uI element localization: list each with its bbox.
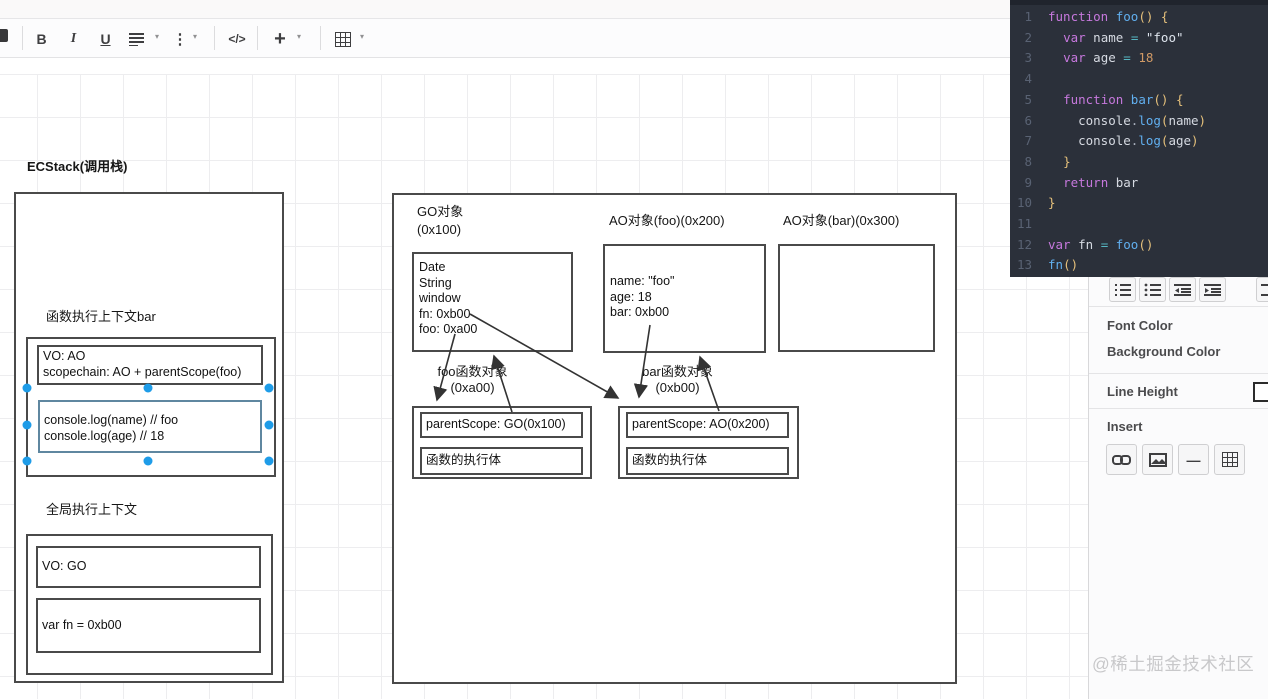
selection-handle-sw[interactable] bbox=[22, 456, 32, 466]
foo-parentscope-box[interactable]: parentScope: GO(0x100) bbox=[420, 412, 583, 438]
toolbar-separator bbox=[214, 26, 215, 50]
sidebar-divider bbox=[1089, 373, 1268, 374]
table-button[interactable] bbox=[332, 26, 354, 52]
insert-plus-caret[interactable]: ▾ bbox=[297, 32, 302, 41]
window-top-strip bbox=[0, 0, 1268, 19]
align-dropdown-caret[interactable]: ▾ bbox=[155, 32, 160, 41]
font-color-label[interactable]: Font Color bbox=[1107, 318, 1173, 333]
vo-ao-line1: VO: AO bbox=[43, 349, 86, 363]
console-line2: console.log(age) // 18 bbox=[44, 428, 165, 443]
console-log-box[interactable]: console.log(name) // foo console.log(age… bbox=[38, 400, 262, 453]
var-fn-box[interactable]: var fn = 0xb00 bbox=[36, 598, 261, 653]
bar-fn-label[interactable]: bar函数对象 (0xb00) bbox=[642, 364, 713, 395]
indent-button[interactable] bbox=[1199, 277, 1226, 302]
outdent-icon bbox=[1174, 284, 1191, 296]
align-icon bbox=[129, 33, 144, 46]
fn-context-label[interactable]: 函数执行上下文bar bbox=[46, 309, 156, 324]
watermark: @稀土掘金技术社区 bbox=[1092, 654, 1255, 674]
selection-handle-nw[interactable] bbox=[22, 383, 32, 393]
insert-image-button[interactable] bbox=[1142, 444, 1173, 475]
go-object-box[interactable]: Date String window fn: 0xb00 foo: 0xa00 bbox=[412, 252, 573, 352]
ecstack-title[interactable]: ECStack(调用栈) bbox=[27, 159, 128, 174]
bulleted-list-button[interactable] bbox=[1139, 277, 1166, 302]
image-icon bbox=[1148, 452, 1167, 467]
selection-handle-e[interactable] bbox=[264, 420, 274, 430]
outdent-button[interactable] bbox=[1169, 277, 1196, 302]
console-line1: console.log(name) // foo bbox=[44, 413, 179, 427]
insert-hr-button[interactable]: — bbox=[1178, 444, 1209, 475]
numbered-list-button[interactable] bbox=[1109, 277, 1136, 302]
var-fn-text: var fn = 0xb00 bbox=[42, 617, 122, 632]
ao-bar-label[interactable]: AO对象(bar)(0x300) bbox=[783, 213, 900, 228]
line-height-label: Line Height bbox=[1107, 384, 1178, 399]
toolbar-separator bbox=[320, 26, 321, 50]
italic-button[interactable]: I bbox=[70, 31, 77, 46]
clipped-list-button[interactable] bbox=[1256, 277, 1268, 302]
table-dropdown-caret[interactable]: ▾ bbox=[360, 32, 365, 41]
background-color-label[interactable]: Background Color bbox=[1107, 344, 1221, 359]
ao-bar-box[interactable] bbox=[778, 244, 935, 352]
selection-handle-se[interactable] bbox=[264, 456, 274, 466]
clipped-left-icon[interactable] bbox=[0, 29, 8, 42]
insert-plus-button[interactable]: + bbox=[274, 27, 286, 50]
code-block-button[interactable]: </> bbox=[228, 32, 246, 46]
sidebar-divider bbox=[1089, 408, 1268, 409]
bulleted-list-icon bbox=[1144, 283, 1161, 296]
numbered-list-icon bbox=[1115, 284, 1131, 296]
more-format-button[interactable]: ⋮ bbox=[172, 31, 188, 48]
clipped-list-icon bbox=[1261, 284, 1268, 296]
global-context-label[interactable]: 全局执行上下文 bbox=[46, 502, 138, 517]
selection-handle-w[interactable] bbox=[22, 420, 32, 430]
foo-body-box[interactable]: 函数的执行体 bbox=[420, 447, 583, 475]
line-height-input[interactable] bbox=[1253, 382, 1268, 402]
insert-table-icon bbox=[1221, 452, 1238, 467]
vo-ao-box[interactable]: VO: AO scopechain: AO + parentScope(foo) bbox=[37, 345, 263, 385]
toolbar-separator bbox=[257, 26, 258, 50]
sidebar-divider bbox=[1089, 306, 1268, 307]
vo-go-box[interactable]: VO: GO bbox=[36, 546, 261, 588]
insert-link-button[interactable] bbox=[1106, 444, 1137, 475]
bar-body-box[interactable]: 函数的执行体 bbox=[626, 447, 789, 475]
bar-parentscope-box[interactable]: parentScope: AO(0x200) bbox=[626, 412, 789, 438]
vo-ao-line2: scopechain: AO + parentScope(foo) bbox=[43, 364, 242, 379]
link-icon bbox=[1112, 454, 1131, 465]
bold-button[interactable]: B bbox=[36, 31, 47, 47]
insert-table-button[interactable] bbox=[1214, 444, 1245, 475]
ao-foo-label[interactable]: AO对象(foo)(0x200) bbox=[609, 213, 725, 228]
vo-go-text: VO: GO bbox=[42, 559, 87, 574]
selection-handle-s[interactable] bbox=[143, 456, 153, 466]
foo-fn-label[interactable]: foo函数对象 (0xa00) bbox=[437, 364, 508, 395]
indent-icon bbox=[1204, 284, 1221, 296]
ao-foo-box[interactable]: name: "foo" age: 18 bar: 0xb00 bbox=[603, 244, 766, 353]
selection-handle-ne[interactable] bbox=[264, 383, 274, 393]
insert-label: Insert bbox=[1107, 419, 1143, 434]
underline-button[interactable]: U bbox=[100, 31, 111, 47]
selection-handle-n[interactable] bbox=[143, 383, 153, 393]
page-margin bbox=[0, 58, 1268, 74]
more-format-caret[interactable]: ▾ bbox=[193, 32, 198, 41]
toolbar-separator bbox=[22, 26, 23, 50]
align-button[interactable] bbox=[126, 26, 148, 52]
table-icon bbox=[335, 31, 351, 47]
go-object-label[interactable]: GO对象 (0x100) bbox=[417, 204, 464, 237]
